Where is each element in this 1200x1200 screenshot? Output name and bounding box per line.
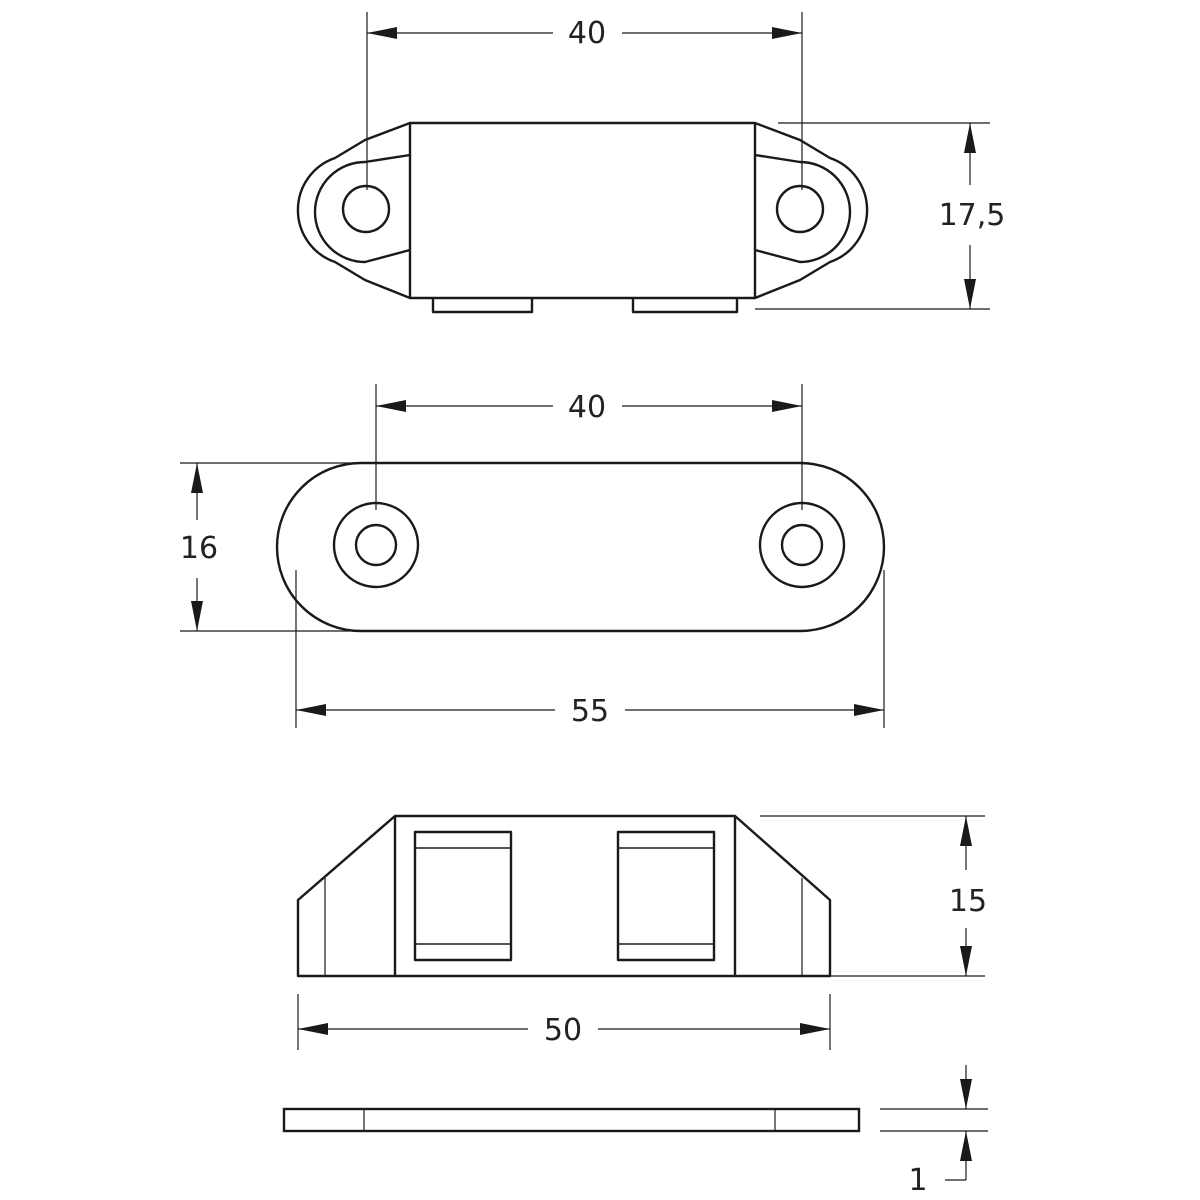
front-view-length-label: 55: [571, 694, 609, 729]
side-view-length-label: 50: [544, 1013, 582, 1048]
top-view-left-foot: [431, 298, 534, 314]
top-view-hole-spacing-label: 40: [568, 16, 606, 51]
side-view-dimensions: [297, 815, 985, 1050]
front-view-right-hole: [780, 523, 824, 567]
side-view-height-label: 15: [949, 884, 987, 919]
side-view-left-magnet: [413, 830, 513, 962]
front-view-hole-spacing-label: 40: [568, 390, 606, 425]
top-view: [296, 121, 869, 314]
side-view-right-magnet: [616, 830, 716, 962]
top-view-left-hole: [341, 184, 391, 234]
front-view-left-boss: [332, 501, 420, 589]
plate-thickness-label: 1: [908, 1163, 927, 1198]
top-view-left-ear-inner: [313, 153, 411, 264]
top-view-height-label: 17,5: [939, 198, 1006, 233]
front-view-right-boss: [758, 501, 846, 589]
side-view-outline: [296, 814, 832, 978]
front-view-outline: [275, 461, 886, 633]
top-view-right-ear-inner: [754, 153, 852, 264]
side-view: [296, 814, 832, 978]
plate-dimensions: [880, 1065, 988, 1181]
top-view-body-outline: [296, 121, 869, 300]
front-view-left-hole: [354, 523, 398, 567]
front-view: [275, 461, 886, 633]
top-view-right-foot: [631, 298, 739, 314]
top-view-dimensions: [366, 12, 990, 310]
top-view-right-hole: [775, 184, 825, 234]
plate-outline: [282, 1107, 861, 1133]
front-view-height-label: 16: [180, 531, 218, 566]
front-view-dimensions: [180, 384, 885, 728]
plate-view: [282, 1107, 861, 1133]
